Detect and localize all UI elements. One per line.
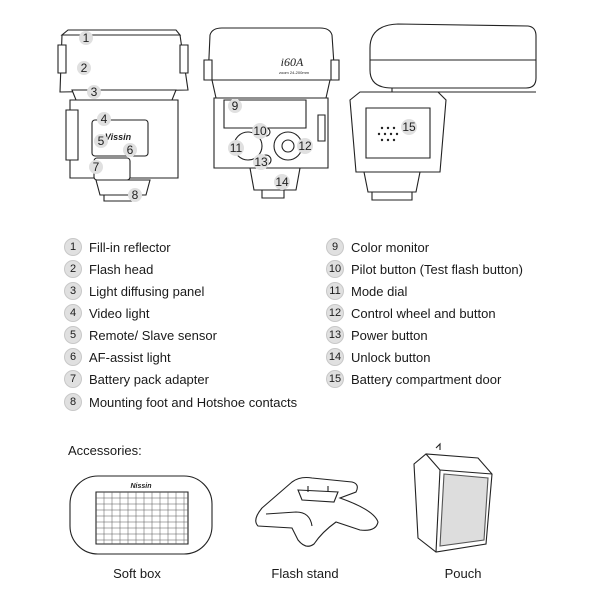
soft-box-brand: Nissin [130,483,151,490]
part-item: 4 Video light [64,303,149,323]
part-item: 12 Control wheel and button [326,303,496,323]
part-label: Light diffusing panel [89,283,205,299]
part-item: 8 Mounting foot and Hotshoe contacts [64,392,297,412]
part-item: 13 Power button [326,325,428,345]
part-label: Remote/ Slave sensor [89,327,217,343]
part-number: 12 [326,304,344,322]
part-label: Fill-in reflector [89,239,171,255]
svg-text:8: 8 [132,188,139,202]
part-label: Pilot button (Test flash button) [351,261,523,277]
callout-1: 1 [79,31,93,45]
callout-9: 9 [228,99,242,113]
part-label: Flash head [89,261,154,277]
part-item: 7 Battery pack adapter [64,369,209,389]
flash-diagrams: Vissin i60A zoom 24-200mm 1 2 3 4 5 6 7 … [0,0,601,202]
callout-4: 4 [97,112,111,126]
part-label: Color monitor [351,239,430,255]
part-item: 5 Remote/ Slave sensor [64,325,217,345]
callout-13: 13 [253,154,269,170]
callout-2: 2 [77,61,91,75]
part-number: 5 [64,326,82,344]
pouch-image [414,444,492,552]
flash-back-view [204,28,339,198]
svg-text:12: 12 [298,139,312,153]
callout-11: 11 [228,140,244,156]
part-label: Video light [89,305,150,321]
part-label: Battery compartment door [351,371,502,387]
part-number: 6 [64,348,82,366]
part-number: 13 [326,326,344,344]
svg-text:5: 5 [98,134,105,148]
callout-8: 8 [128,188,142,202]
flash-stand-image [256,478,378,547]
callout-10: 10 [252,123,268,139]
svg-text:9: 9 [232,99,239,113]
svg-text:2: 2 [81,61,88,75]
callout-5: 5 [94,134,108,148]
part-number: 9 [326,238,344,256]
part-item: 6 AF-assist light [64,347,171,367]
flash-side-view [350,24,536,200]
part-label: Control wheel and button [351,305,496,321]
callout-6: 6 [123,143,137,157]
part-item: 15 Battery compartment door [326,369,501,389]
part-label: Mounting foot and Hotshoe contacts [89,394,298,410]
part-number: 1 [64,238,82,256]
part-number: 2 [64,260,82,278]
part-item: 3 Light diffusing panel [64,281,204,301]
model-text: i60A [281,55,304,69]
part-number: 7 [64,370,82,388]
svg-text:11: 11 [230,141,243,155]
svg-text:6: 6 [127,143,134,157]
callout-12: 12 [297,138,313,154]
part-label: AF-assist light [89,349,171,365]
part-label: Battery pack adapter [89,371,209,387]
brand-logo-text: Vissin [105,132,132,142]
part-number: 15 [326,370,344,388]
zoom-text: zoom 24-200mm [279,70,310,75]
svg-text:14: 14 [275,175,289,189]
soft-box-image: Nissin [70,476,212,554]
part-item: 2 Flash head [64,259,153,279]
part-item: 11 Mode dial [326,281,407,301]
callout-7: 7 [89,160,103,174]
svg-text:15: 15 [402,120,416,134]
part-number: 4 [64,304,82,322]
svg-text:3: 3 [91,85,98,99]
part-number: 8 [64,393,82,411]
part-number: 11 [326,282,344,300]
accessory-label-soft-box: Soft box [113,566,161,581]
accessory-label-pouch: Pouch [444,566,482,581]
callout-3: 3 [87,85,101,99]
part-label: Power button [351,327,428,343]
svg-text:10: 10 [253,124,267,138]
callout-14: 14 [274,174,290,190]
svg-text:13: 13 [254,155,268,169]
flash-front-view [58,30,188,201]
part-item: 1 Fill-in reflector [64,237,171,257]
part-number: 14 [326,348,344,366]
accessories-illustrations: Nissin [0,440,601,560]
accessory-label-flash-stand: Flash stand [271,566,339,581]
svg-text:4: 4 [101,112,108,126]
svg-text:7: 7 [93,160,100,174]
part-item: 9 Color monitor [326,237,429,257]
part-number: 3 [64,282,82,300]
callout-15: 15 [401,119,417,135]
part-label: Unlock button [351,349,431,365]
part-number: 10 [326,260,344,278]
part-item: 10 Pilot button (Test flash button) [326,259,523,279]
part-label: Mode dial [351,283,408,299]
accessories-title: Accessories: [68,443,142,458]
part-item: 14 Unlock button [326,347,431,367]
svg-text:1: 1 [83,31,90,45]
